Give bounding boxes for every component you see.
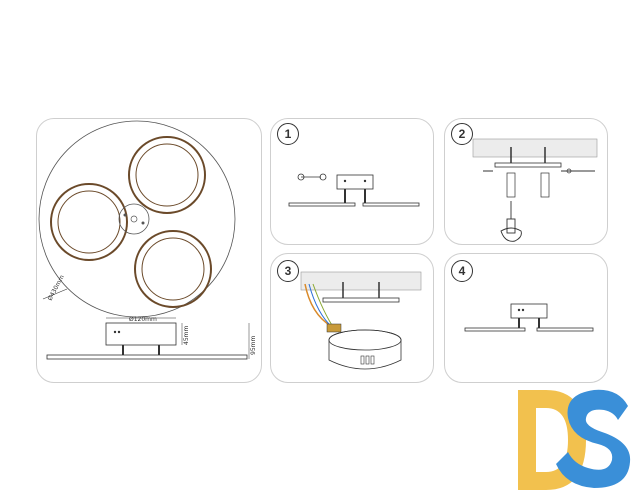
center-hub bbox=[118, 203, 150, 235]
step-1-badge: 1 bbox=[277, 123, 299, 145]
lamp-bar-right bbox=[362, 202, 420, 207]
ceiling bbox=[300, 271, 422, 291]
step-3-panel: 3 bbox=[270, 253, 434, 383]
diameter-label: Ø430mm bbox=[47, 274, 66, 302]
step-3-badge: 3 bbox=[277, 260, 299, 282]
step-1-drawing bbox=[288, 173, 420, 207]
lamp-bar-left bbox=[464, 327, 526, 332]
outer-disc bbox=[38, 120, 236, 318]
logo-letter-s bbox=[556, 389, 631, 488]
base-width-label: Ø120mm bbox=[129, 316, 157, 323]
overview-panel: Ø430mm Ø120mm 45mm 95mm bbox=[36, 118, 262, 383]
step-2-panel: 2 bbox=[444, 118, 608, 245]
ceiling bbox=[472, 138, 598, 158]
step-1-panel: 1 bbox=[270, 118, 434, 245]
ring-top bbox=[128, 136, 206, 214]
overview-drawing: Ø430mm Ø120mm 45mm 95mm bbox=[38, 120, 257, 360]
step-2-drawing bbox=[472, 138, 598, 242]
total-height-label: 95mm bbox=[250, 336, 257, 355]
ring-bottom bbox=[134, 230, 212, 308]
mounting-bracket bbox=[494, 162, 562, 168]
lamp-bar-side bbox=[46, 354, 248, 360]
mounting-bracket bbox=[322, 297, 400, 303]
ds-logo bbox=[518, 389, 631, 490]
terminal-block bbox=[326, 323, 342, 333]
base-height-label: 45mm bbox=[183, 326, 190, 345]
canopy-body bbox=[328, 340, 402, 370]
base-box bbox=[105, 322, 177, 346]
step-4-panel: 4 bbox=[444, 253, 608, 383]
base-box bbox=[336, 174, 374, 190]
lamp-bar-left bbox=[288, 202, 356, 207]
base-box bbox=[510, 303, 548, 319]
wrench-icon bbox=[297, 173, 327, 181]
screwdriver-icon bbox=[500, 201, 522, 242]
ring-left bbox=[50, 183, 128, 261]
step-2-badge: 2 bbox=[451, 123, 473, 145]
step-3-drawing bbox=[300, 271, 422, 370]
wire-green bbox=[312, 283, 336, 331]
step-4-badge: 4 bbox=[451, 260, 473, 282]
lamp-bar-right bbox=[536, 327, 594, 332]
step-4-drawing bbox=[464, 303, 594, 332]
